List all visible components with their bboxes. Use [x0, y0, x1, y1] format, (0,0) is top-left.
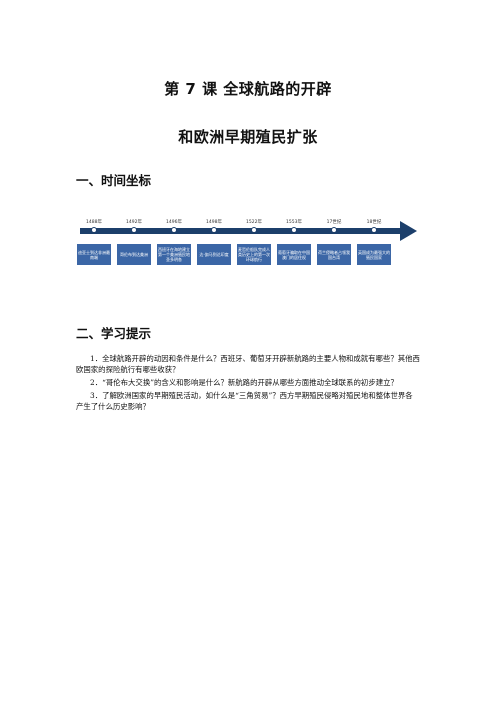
timeline-event: 英国成为最强大的殖民国家: [357, 244, 391, 265]
timeline-event: 迪亚士到达非洲最南端: [77, 244, 111, 265]
timeline-year: 17世纪: [326, 220, 342, 225]
lesson-subtitle: 和欧洲早期殖民扩张: [178, 128, 318, 146]
tip-paragraph: 3．了解欧洲国家的早期殖民活动，如什么是“三角贸易”？西方早期殖民侵略对殖民地和…: [76, 391, 413, 411]
timeline-diagram: 1488年 迪亚士到达非洲最南端 1492年 哥伦布到达美洲 1496年 西班牙…: [76, 219, 424, 269]
timeline-arrowhead: [400, 221, 417, 241]
timeline-node: [371, 227, 377, 233]
timeline-event: 哥伦布到达美洲: [117, 244, 151, 265]
timeline-year: 1496年: [166, 220, 182, 225]
tip-paragraph: 2．“哥伦布大交换”的含义和影响是什么？新航路的开辟从哪些方面推动全球联系的初步…: [90, 378, 398, 387]
section-heading-tips: 二、学习提示: [76, 326, 152, 341]
tip-paragraph: 1．全球航路开辟的动因和条件是什么？西班牙、葡萄牙开辟新航路的主要人物和成就有哪…: [76, 354, 420, 374]
timeline-year: 1498年: [206, 220, 222, 225]
timeline-node: [251, 227, 257, 233]
timeline-node: [171, 227, 177, 233]
timeline-node: [331, 227, 337, 233]
timeline-axis: [80, 228, 402, 234]
timeline-year: 1492年: [126, 220, 142, 225]
timeline-event: 达·伽马到达印度: [197, 244, 231, 265]
lesson-title: 第 7 课 全球航路的开辟: [164, 80, 332, 98]
timeline-node: [131, 227, 137, 233]
timeline-year: 1488年: [86, 220, 102, 225]
timeline-node: [211, 227, 217, 233]
timeline-year: 18世纪: [366, 220, 382, 225]
timeline-event: 西班牙在海地建立第一个美洲殖民地圣多明各: [157, 244, 191, 265]
timeline-event: 麦哲伦船队完成人类历史上的第一次环球航行: [237, 244, 271, 265]
timeline-event: 荷兰侵略者占领我国台湾: [317, 244, 351, 265]
timeline-year: 1553年: [286, 220, 302, 225]
section-heading-timeline: 一、时间坐标: [76, 173, 152, 188]
timeline-node: [291, 227, 297, 233]
timeline-year: 1522年: [246, 220, 262, 225]
timeline-node: [91, 227, 97, 233]
study-tips: 1．全球航路开辟的动因和条件是什么？西班牙、葡萄牙开辟新航路的主要人物和成就有哪…: [76, 353, 420, 414]
timeline-event: 葡萄牙骗取在中国澳门的居住权: [277, 244, 311, 265]
